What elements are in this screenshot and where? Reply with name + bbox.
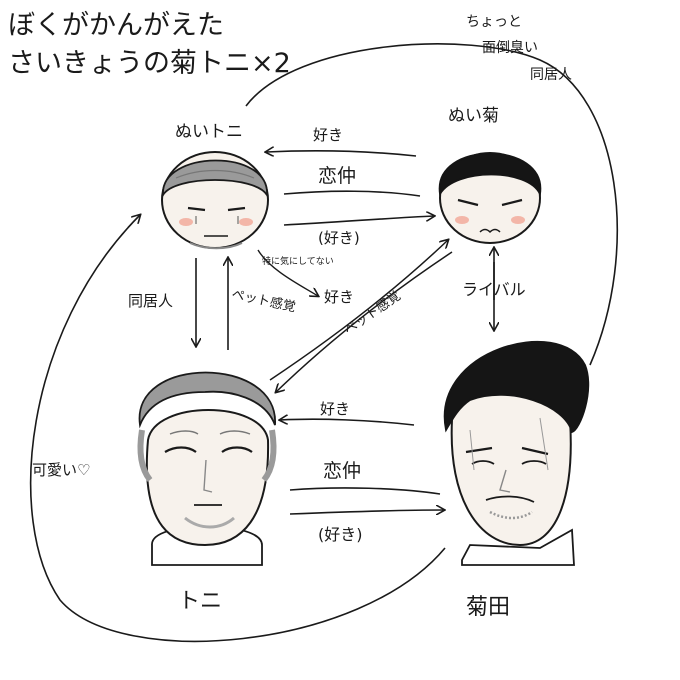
label-tokuni: 特に気にしてない <box>262 255 334 267</box>
note-line-3: 同居人 <box>530 67 572 83</box>
nui-toni-portrait <box>162 152 268 248</box>
toni-name: トニ <box>178 589 222 614</box>
label-kikuta-like: 好き <box>320 400 350 418</box>
arrow-toni-to-kikuta <box>290 510 444 514</box>
kikuta-portrait <box>445 342 589 565</box>
title-line-2: さいきょうの菊トニ×2 <box>8 48 291 79</box>
label-nuitoni-like-small: 好き <box>324 288 354 306</box>
label-big-like-paren: (好き) <box>318 525 363 544</box>
nui-kiku-name: ぬい菊 <box>448 106 499 126</box>
note-line-1: ちょっと <box>466 14 522 30</box>
line-big-koinaka <box>290 488 440 494</box>
label-nui-koinaka: 恋仲 <box>318 165 356 187</box>
label-nui-like-paren: (好き) <box>318 229 360 247</box>
label-kawaii: 可愛い♡ <box>32 461 90 479</box>
label-big-koinaka: 恋仲 <box>323 460 361 482</box>
title-line-1: ぼくがかんがえた <box>8 10 224 41</box>
label-dokyonin: 同居人 <box>128 292 173 310</box>
arrow-nuitoni-to-nuikiku <box>284 216 434 225</box>
arrow-nuikiku-to-nuitoni <box>266 151 416 156</box>
curve-dokyonin-note <box>246 44 617 365</box>
label-rival: ライバル <box>462 280 526 299</box>
nui-kiku-portrait <box>440 153 541 243</box>
toni-portrait <box>140 373 276 566</box>
label-pet-kankaku-1: ペット感覚 <box>230 286 297 315</box>
nui-toni-name: ぬいトニ <box>175 122 243 142</box>
arrow-kikuta-to-toni <box>280 419 414 425</box>
label-nui-like: 好き <box>313 126 343 144</box>
line-nui-koinaka <box>284 191 420 196</box>
kikuta-name: 菊田 <box>466 595 510 620</box>
